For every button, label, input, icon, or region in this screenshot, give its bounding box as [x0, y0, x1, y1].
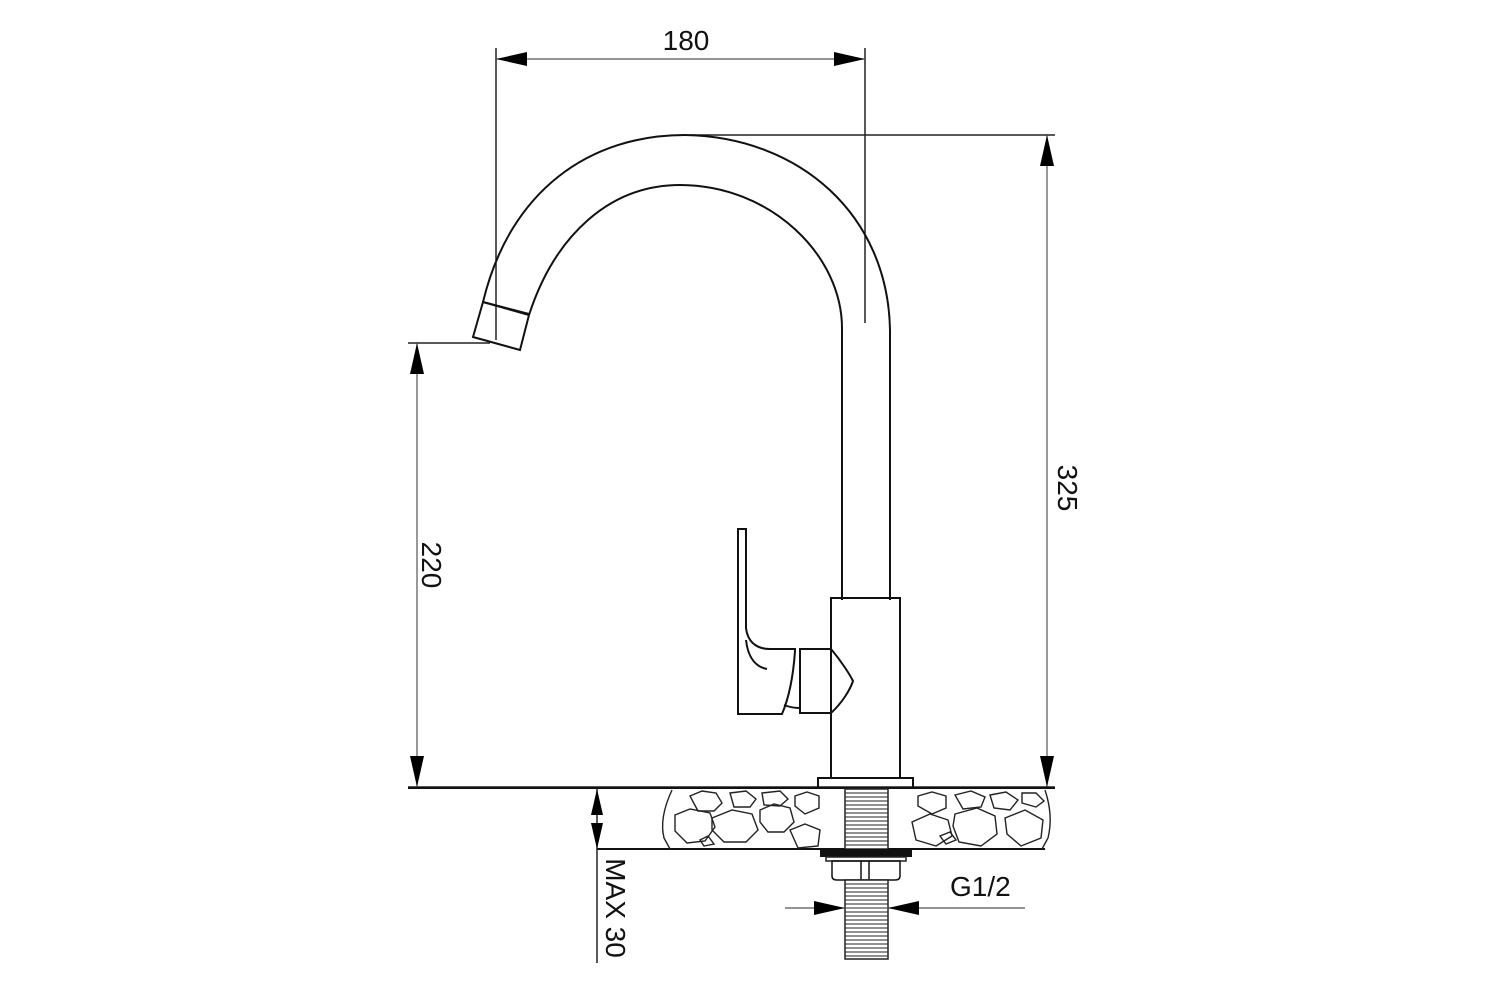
dimension-180: 180: [495, 25, 866, 340]
lever-handle: [737, 528, 855, 715]
dimension-180-label: 180: [663, 25, 710, 56]
dimension-220-label: 220: [416, 542, 447, 589]
faucet-body: [817, 597, 914, 789]
dimension-325-label: 325: [1052, 465, 1083, 512]
dimension-max30-label: MAX 30: [600, 858, 631, 958]
dimension-g12: G1/2: [785, 871, 1025, 915]
countertop-section: [408, 787, 1055, 850]
dimension-325: 325: [690, 134, 1083, 787]
threaded-shank: [820, 788, 912, 960]
faucet-spout: [471, 133, 891, 600]
dimension-max30: MAX 30: [591, 788, 631, 963]
dimension-220: 220: [408, 342, 1055, 788]
dimension-g12-label: G1/2: [950, 871, 1011, 902]
